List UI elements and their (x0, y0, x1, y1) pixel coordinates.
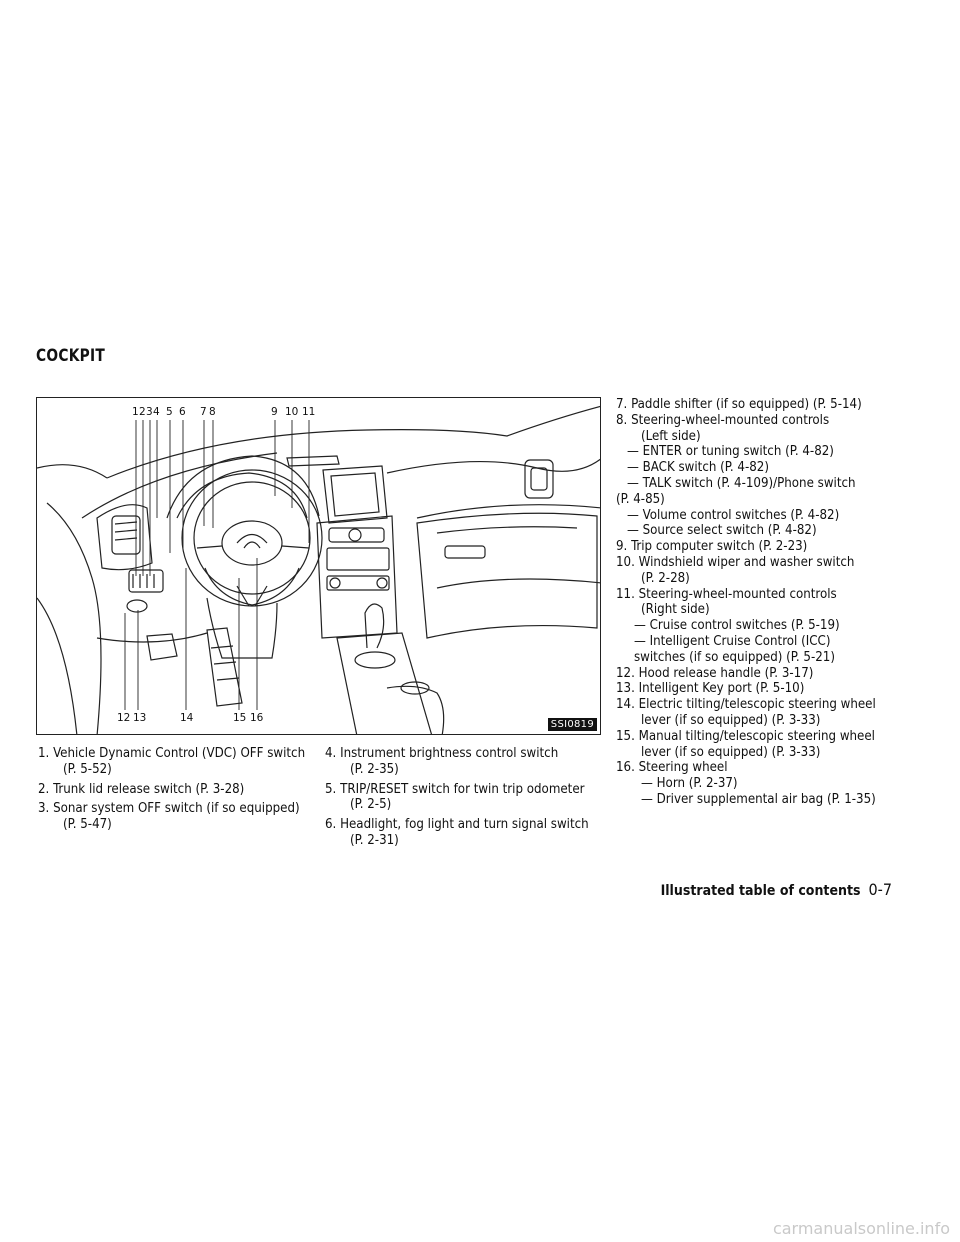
column-middle: 4. Instrument brightness control switch … (325, 746, 605, 849)
cockpit-illustration (37, 405, 600, 734)
callout-7: 7 (200, 406, 207, 418)
list-item: — Volume control switches (P. 4-82) (627, 507, 840, 523)
list-item: 14. Electric tilting/telescopic steering… (616, 697, 876, 713)
list-item: — Driver supplemental air bag (P. 1-35) (641, 791, 876, 807)
callout-13: 13 (133, 712, 147, 724)
callout-6: 6 (179, 406, 186, 418)
list-item: (Right side) (641, 602, 710, 618)
page-number: 0-7 (868, 880, 892, 899)
callout-12: 12 (117, 712, 131, 724)
list-item: 9. Trip computer switch (P. 2-23) (616, 539, 808, 555)
list-item: — ENTER or tuning switch (P. 4-82) (627, 444, 834, 460)
callout-5: 5 (166, 406, 173, 418)
callout-3: 3 (146, 406, 153, 418)
callout-11: 11 (302, 406, 316, 418)
callout-16: 16 (250, 712, 264, 724)
list-item: 15. Manual tilting/telescopic steering w… (616, 728, 875, 744)
list-item: — TALK switch (P. 4-109)/Phone switch (627, 475, 856, 491)
list-item: 8. Steering-wheel-mounted controls (616, 412, 830, 428)
list-item: lever (if so equipped) (P. 3-33) (641, 712, 821, 728)
list-item: — BACK switch (P. 4-82) (627, 460, 769, 476)
list-item: 12. Hood release handle (P. 3-17) (616, 665, 814, 681)
list-item: (Left side) (641, 428, 701, 444)
callout-1: 1 (132, 406, 139, 418)
column-right: 7. Paddle shifter (if so equipped) (P. 5… (616, 397, 916, 808)
list-item: — Source select switch (P. 4-82) (627, 523, 817, 539)
list-item: 2. Trunk lid release switch (P. 3-28) (38, 781, 245, 797)
list-item: (P. 2-28) (641, 570, 690, 586)
section-title: COCKPIT (36, 346, 106, 366)
callout-8: 8 (209, 406, 216, 418)
list-item: 16. Steering wheel (616, 760, 728, 776)
page-footer: Illustrated table of contents 0-7 (661, 880, 892, 899)
list-item: — Intelligent Cruise Control (ICC) (634, 633, 831, 649)
list-item: 1. Vehicle Dynamic Control (VDC) OFF swi… (38, 746, 306, 777)
list-item: 11. Steering-wheel-mounted controls (616, 586, 837, 602)
list-item: — Horn (P. 2-37) (641, 776, 738, 792)
list-item: 10. Windshield wiper and washer switch (616, 554, 855, 570)
list-item: 6. Headlight, fog light and turn signal … (325, 817, 589, 848)
footer-label: Illustrated table of contents (660, 883, 861, 899)
list-item: 13. Intelligent Key port (P. 5-10) (616, 681, 805, 697)
callout-15: 15 (233, 712, 247, 724)
callout-9: 9 (271, 406, 278, 418)
callout-14: 14 (180, 712, 194, 724)
figure-code: SSI0819 (547, 718, 597, 731)
list-item: switches (if so equipped) (P. 5-21) (634, 649, 835, 665)
list-item: 3. Sonar system OFF switch (if so equipp… (38, 801, 300, 833)
list-item: (P. 4-85) (616, 491, 665, 507)
list-item: 7. Paddle shifter (if so equipped) (P. 5… (616, 397, 862, 412)
list-item: lever (if so equipped) (P. 3-33) (641, 744, 821, 760)
list-item: 5. TRIP/RESET switch for twin trip odome… (325, 781, 585, 813)
callout-2: 2 (139, 406, 146, 418)
list-item: 4. Instrument brightness control switch … (325, 746, 559, 777)
list-item: — Cruise control switches (P. 5-19) (634, 618, 840, 634)
column-left: 1. Vehicle Dynamic Control (VDC) OFF swi… (38, 746, 308, 833)
callout-10: 10 (285, 406, 299, 418)
watermark: carmanualsonline.info (772, 1219, 950, 1238)
cockpit-figure: 1 2 3 4 5 6 7 8 9 10 11 12 13 14 15 16 S… (36, 397, 601, 735)
callout-4: 4 (153, 406, 160, 418)
